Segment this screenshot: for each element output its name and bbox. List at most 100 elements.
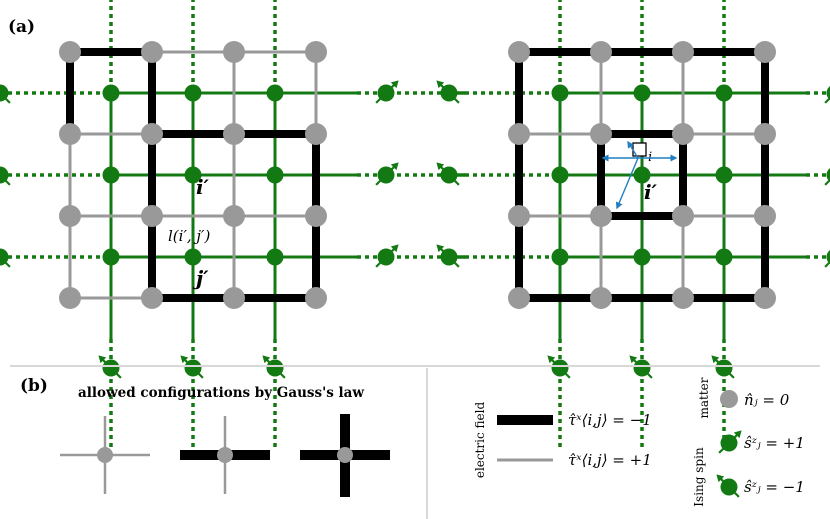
matter-sites	[508, 41, 776, 309]
dual-site	[715, 248, 733, 266]
spin-down-icon	[0, 84, 11, 104]
dual-site	[551, 248, 569, 266]
link-label: l(i′, j′)	[168, 227, 210, 245]
legend-ising-title: Ising spin	[692, 447, 706, 507]
matter-site	[590, 287, 612, 309]
matter-site	[141, 123, 163, 145]
matter-site	[672, 287, 694, 309]
panel-b-label: (b)	[20, 376, 48, 396]
legend-tau-plus: τ̂ˣ⟨i,j⟩ = +1	[568, 451, 652, 469]
right-site-i-label: i′	[644, 180, 658, 204]
panel-a-label: (a)	[8, 17, 35, 37]
matter-site	[672, 41, 694, 63]
legend-spin-down-icon	[716, 474, 740, 498]
matter-site	[59, 123, 81, 145]
spin-down-icon	[98, 355, 122, 379]
spin-up-icon	[824, 250, 830, 268]
dual-site	[266, 166, 284, 184]
matter-site	[141, 41, 163, 63]
primal-links	[515, 48, 769, 302]
matter-site	[223, 123, 245, 145]
right-lattice	[436, 0, 830, 450]
spin-down-icon	[711, 355, 735, 379]
matter-site	[590, 123, 612, 145]
gauss-config-2	[180, 416, 270, 494]
dual-site	[266, 84, 284, 102]
matter-site	[59, 287, 81, 309]
dual-site	[184, 84, 202, 102]
dual-site	[551, 84, 569, 102]
matter-site	[223, 205, 245, 227]
dual-site	[266, 248, 284, 266]
matter-site	[590, 205, 612, 227]
matter-site	[141, 205, 163, 227]
matter-site	[59, 205, 81, 227]
spin-up-icon	[718, 430, 742, 454]
spin-down-icon	[0, 248, 11, 268]
left-site-j-label: j′	[192, 266, 209, 290]
legend-s-up-label: ŝᶻⱼ = +1	[744, 434, 805, 452]
matter-site	[305, 41, 327, 63]
plaquette-arrows	[601, 140, 678, 210]
spin-up-icon	[824, 86, 830, 104]
legend-matter-site-icon	[720, 390, 738, 408]
gauss-title: allowed configurations by Gauss's law	[78, 385, 364, 401]
spin-down-icon	[436, 162, 460, 186]
spin-down-icon	[716, 474, 740, 498]
spin-down-icon	[436, 80, 460, 104]
gauss-config-1	[60, 416, 150, 494]
dual-site	[102, 166, 120, 184]
dual-lattice	[449, 0, 830, 450]
legend-electric-field-title: electric field	[473, 402, 487, 479]
matter-site	[223, 287, 245, 309]
primal-links	[66, 48, 320, 302]
spin-down-icon	[180, 355, 204, 379]
matter-site	[590, 41, 612, 63]
gauss-config-3	[300, 414, 390, 497]
ising-spins	[436, 80, 830, 379]
matter-site	[223, 41, 245, 63]
dual-site	[715, 166, 733, 184]
matter-site	[305, 205, 327, 227]
left-lattice	[0, 0, 468, 450]
dual-site	[633, 166, 651, 184]
dual-site	[633, 84, 651, 102]
matter-sites	[59, 41, 327, 309]
arrow-up-icon	[627, 140, 639, 159]
spin-up-icon	[375, 162, 399, 186]
matter-site	[754, 41, 776, 63]
matter-site	[754, 287, 776, 309]
spin-up-icon	[375, 244, 399, 268]
spin-down-icon	[0, 166, 11, 186]
spin-down-icon	[629, 355, 653, 379]
matter-site	[59, 41, 81, 63]
matter-site	[508, 287, 530, 309]
spin-down-icon	[436, 244, 460, 268]
matter-site	[305, 287, 327, 309]
arrow-down-icon	[615, 157, 639, 210]
matter-site	[754, 205, 776, 227]
dual-site	[102, 84, 120, 102]
left-site-i-label: i′	[196, 175, 210, 199]
dual-site	[551, 166, 569, 184]
dual-site	[184, 166, 202, 184]
legend-tau-minus: τ̂ˣ⟨i,j⟩ = −1	[568, 411, 652, 429]
spin-down-icon	[547, 355, 571, 379]
matter-site	[141, 287, 163, 309]
legend-n-label: n̂ⱼ = 0	[744, 391, 790, 409]
dual-site	[184, 248, 202, 266]
matter-site	[672, 123, 694, 145]
matter-site	[672, 205, 694, 227]
matter-site	[508, 123, 530, 145]
matter-site	[305, 123, 327, 145]
dual-site	[715, 84, 733, 102]
matter-site	[508, 205, 530, 227]
spin-up-icon	[375, 80, 399, 104]
legend-spin-up-icon	[718, 430, 742, 454]
spin-up-icon	[824, 168, 830, 186]
matter-site	[508, 41, 530, 63]
dual-site	[102, 248, 120, 266]
spin-down-icon	[262, 355, 286, 379]
legend-matter-title: matter	[697, 377, 711, 418]
